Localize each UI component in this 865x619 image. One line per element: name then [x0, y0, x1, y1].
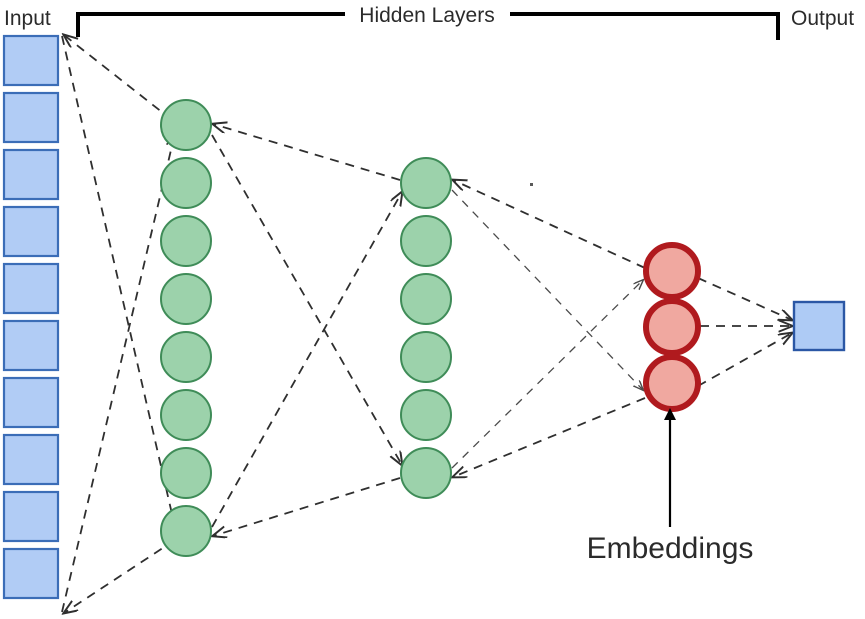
input-node[interactable]	[2, 262, 60, 315]
input-node[interactable]	[2, 376, 60, 429]
stray-mark	[530, 183, 533, 186]
hidden-node[interactable]	[160, 273, 212, 325]
hidden-node[interactable]	[400, 331, 452, 383]
hidden-node[interactable]	[160, 99, 212, 151]
hidden-node[interactable]	[400, 389, 452, 441]
input-node[interactable]	[2, 490, 60, 543]
connection-edge	[697, 333, 792, 387]
output-node[interactable]	[792, 300, 846, 352]
input-node[interactable]	[2, 319, 60, 372]
connection-edge	[211, 134, 402, 465]
connection-edge	[61, 133, 175, 613]
hidden-node[interactable]	[160, 331, 212, 383]
input-node[interactable]	[2, 148, 60, 201]
hidden-layer-2	[400, 157, 452, 499]
connection-edge	[213, 477, 401, 536]
hidden-node[interactable]	[160, 505, 212, 557]
input-node[interactable]	[2, 34, 60, 87]
input-node[interactable]	[2, 547, 60, 600]
embedding-node[interactable]	[643, 242, 701, 300]
connection-edge	[213, 124, 401, 181]
connections-hidden2-to-embeddings	[451, 180, 646, 477]
connection-edge	[451, 280, 643, 469]
input-layer	[2, 34, 60, 600]
input-node[interactable]	[2, 433, 60, 486]
embedding-node[interactable]	[643, 298, 701, 356]
embeddings-label: Embeddings	[587, 532, 754, 565]
connection-edge	[64, 35, 173, 121]
input-node[interactable]	[2, 205, 60, 258]
hidden-node[interactable]	[160, 447, 212, 499]
hidden-node[interactable]	[160, 157, 212, 209]
hidden-node[interactable]	[160, 215, 212, 267]
embedding-layer	[643, 242, 701, 412]
hidden-layers-label: Hidden Layers	[359, 4, 494, 27]
hidden-node[interactable]	[400, 215, 452, 267]
connections-embeddings-to-output	[697, 277, 792, 387]
hidden-layers-bracket	[76, 12, 780, 40]
input-node[interactable]	[2, 91, 60, 144]
bracket-left-segment	[76, 12, 345, 37]
connections-hidden1-to-hidden2	[212, 124, 402, 536]
connections-input-to-hidden1	[62, 35, 175, 613]
connection-edge	[697, 277, 792, 320]
hidden-layer-1	[160, 99, 212, 557]
connection-edge	[211, 192, 402, 528]
hidden-node[interactable]	[400, 157, 452, 209]
bracket-right-segment	[510, 12, 780, 40]
connection-edge	[453, 397, 646, 477]
connection-edge	[64, 539, 176, 613]
hidden-node[interactable]	[400, 447, 452, 499]
connection-edge	[453, 180, 646, 269]
connection-edge	[451, 189, 643, 390]
hidden-node[interactable]	[160, 389, 212, 441]
output-label: Output	[791, 7, 854, 30]
output-layer	[792, 300, 846, 352]
hidden-node[interactable]	[400, 273, 452, 325]
connection-edge	[61, 35, 175, 527]
embedding-node[interactable]	[643, 354, 701, 412]
input-label: Input	[4, 7, 51, 30]
